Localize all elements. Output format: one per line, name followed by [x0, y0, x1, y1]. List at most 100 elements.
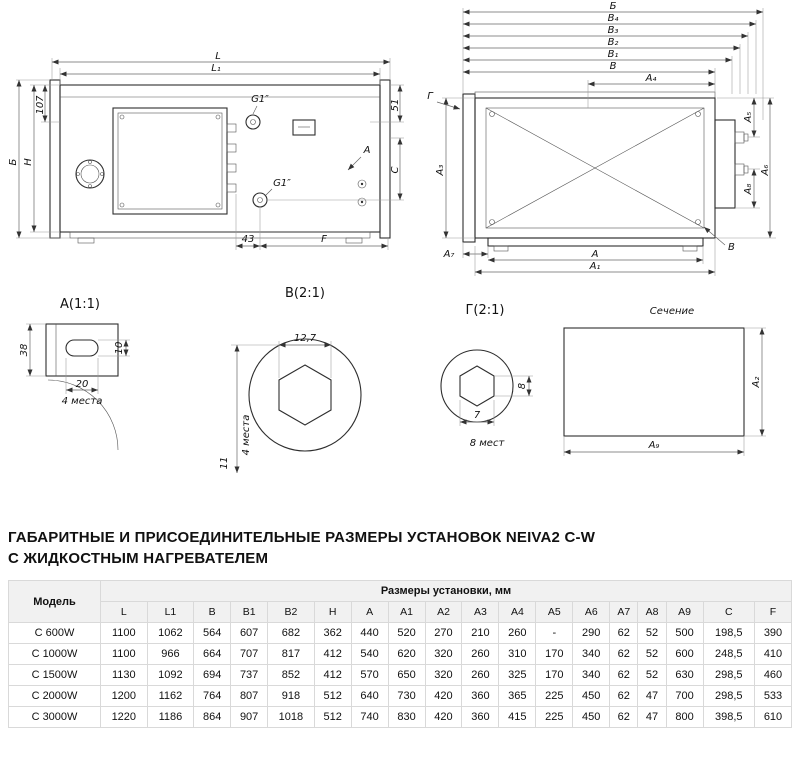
value-cell: 260: [498, 622, 537, 644]
model-cell: C 1500W: [8, 664, 101, 686]
detail-a-geometry: [45, 323, 119, 451]
front-view-dimensions: L L₁ Б H 107 51 C А: [8, 51, 404, 250]
control-box: [112, 107, 237, 215]
detail-b-geometry: [248, 338, 362, 452]
detail-b-note: 4 места: [241, 415, 252, 456]
side-connection-box: [714, 119, 749, 209]
value-cell: 852: [267, 664, 315, 686]
dim-label-11: 11: [219, 457, 230, 470]
column-header-A2: A2: [424, 601, 463, 623]
value-cell: 740: [350, 706, 389, 728]
column-header-A8: A8: [637, 601, 667, 623]
value-cell: 1200: [100, 685, 148, 707]
value-cell: 520: [387, 622, 426, 644]
dim-label-B2: B₂: [608, 37, 619, 48]
detail-a-dimensions: 38 10 20 4 места: [19, 323, 130, 407]
column-header-C: C: [702, 601, 755, 623]
dim-label-20: 20: [76, 379, 89, 390]
dim-label-51: 51: [390, 99, 401, 112]
dim-label-C: C: [390, 166, 401, 173]
value-cell: 1092: [146, 664, 195, 686]
value-cell: 640: [350, 685, 389, 707]
dim-label-A6: A₆: [760, 165, 771, 177]
section-view-drawing: Сечение A₂ A₉: [563, 306, 766, 456]
dim-label-A9: A₉: [648, 440, 660, 451]
detail-b-dimensions: 12,7 4 места 11: [219, 333, 332, 473]
doc-title: ГАБАРИТНЫЕ И ПРИСОЕДИНИТЕЛЬНЫЕ РАЗМЕРЫ У…: [8, 527, 595, 569]
value-cell: 1220: [100, 706, 148, 728]
column-header-A5: A5: [535, 601, 574, 623]
column-header-B1: B1: [230, 601, 269, 623]
detail-g-note: 8 мест: [470, 438, 506, 449]
value-cell: 415: [498, 706, 537, 728]
value-cell: 47: [637, 706, 667, 728]
value-cell: 1130: [100, 664, 148, 686]
value-cell: 600: [665, 643, 704, 665]
value-cell: 1100: [100, 622, 148, 644]
dim-label-38: 38: [19, 344, 30, 357]
doc-title-line1: ГАБАРИТНЫЕ И ПРИСОЕДИНИТЕЛЬНЫЕ РАЗМЕРЫ У…: [8, 529, 596, 546]
value-cell: 730: [387, 685, 426, 707]
side-view-drawing: Б B₄ B₃ B₂ B₁ B A₄ Г A₃: [427, 1, 776, 276]
value-cell: 52: [637, 643, 667, 665]
value-cell: 664: [193, 643, 232, 665]
value-cell: 737: [230, 664, 269, 686]
dim-label-43: 43: [242, 234, 255, 245]
dim-label-10: 10: [114, 342, 125, 355]
side-view-dimensions: Б B₄ B₃ B₂ B₁ B A₄ Г A₃: [427, 1, 776, 276]
column-header-A9: A9: [665, 601, 704, 623]
value-cell: 460: [753, 664, 793, 686]
value-cell: 420: [424, 706, 463, 728]
value-cell: 450: [572, 706, 611, 728]
dim-label-8: 8: [517, 383, 528, 389]
value-cell: 610: [753, 706, 793, 728]
model-cell: C 600W: [8, 622, 101, 644]
value-cell: 62: [609, 622, 639, 644]
value-cell: 365: [498, 685, 537, 707]
value-cell: 918: [267, 685, 315, 707]
value-cell: 817: [267, 643, 315, 665]
value-cell: 512: [313, 706, 352, 728]
value-cell: 966: [146, 643, 195, 665]
detail-a-drawing: А(1:1) 38 10 20 4 места: [19, 297, 130, 451]
dim-label-107: 107: [35, 95, 46, 115]
value-cell: 830: [387, 706, 426, 728]
value-cell: 360: [461, 706, 500, 728]
value-cell: 682: [267, 622, 315, 644]
value-cell: 340: [572, 643, 611, 665]
callout-label-B: B: [728, 242, 735, 253]
sensor-ports: [357, 179, 367, 207]
value-cell: 260: [461, 643, 500, 665]
value-cell: 390: [753, 622, 793, 644]
detail-g-drawing: Г(2:1) 8 7 8 мест: [440, 303, 533, 449]
model-header-cell: Модель: [8, 580, 101, 623]
value-cell: 340: [572, 664, 611, 686]
dim-label-A7: A₇: [443, 249, 455, 260]
doc-title-line2: С ЖИДКОСТНЫМ НАГРЕВАТЕЛЕМ: [8, 550, 269, 567]
value-cell: 290: [572, 622, 611, 644]
value-cell: 500: [665, 622, 704, 644]
dim-label-B-cyr: Б: [610, 1, 617, 12]
dim-label-A: A: [591, 249, 599, 260]
nameplate: [292, 119, 316, 136]
model-cell: C 3000W: [8, 706, 101, 728]
dim-label-B4: B₄: [608, 13, 619, 24]
detail-b-drawing: В(2:1) 12,7 4 места 11: [219, 286, 362, 473]
section-mark-A: А: [363, 145, 371, 156]
dim-label-A8: A₈: [743, 184, 754, 196]
value-cell: 62: [609, 685, 639, 707]
model-cell: C 2000W: [8, 685, 101, 707]
dim-label-L: L: [215, 51, 221, 62]
front-view-drawing: L L₁ Б H 107 51 C А: [8, 51, 404, 250]
section-view-geometry: [563, 327, 745, 437]
column-header-A7: A7: [609, 601, 639, 623]
value-cell: 62: [609, 706, 639, 728]
column-header-A4: A4: [498, 601, 537, 623]
value-cell: 270: [424, 622, 463, 644]
column-header-H: H: [313, 601, 352, 623]
value-cell: 540: [350, 643, 389, 665]
value-cell: 398,5: [702, 706, 755, 728]
value-cell: 410: [753, 643, 793, 665]
